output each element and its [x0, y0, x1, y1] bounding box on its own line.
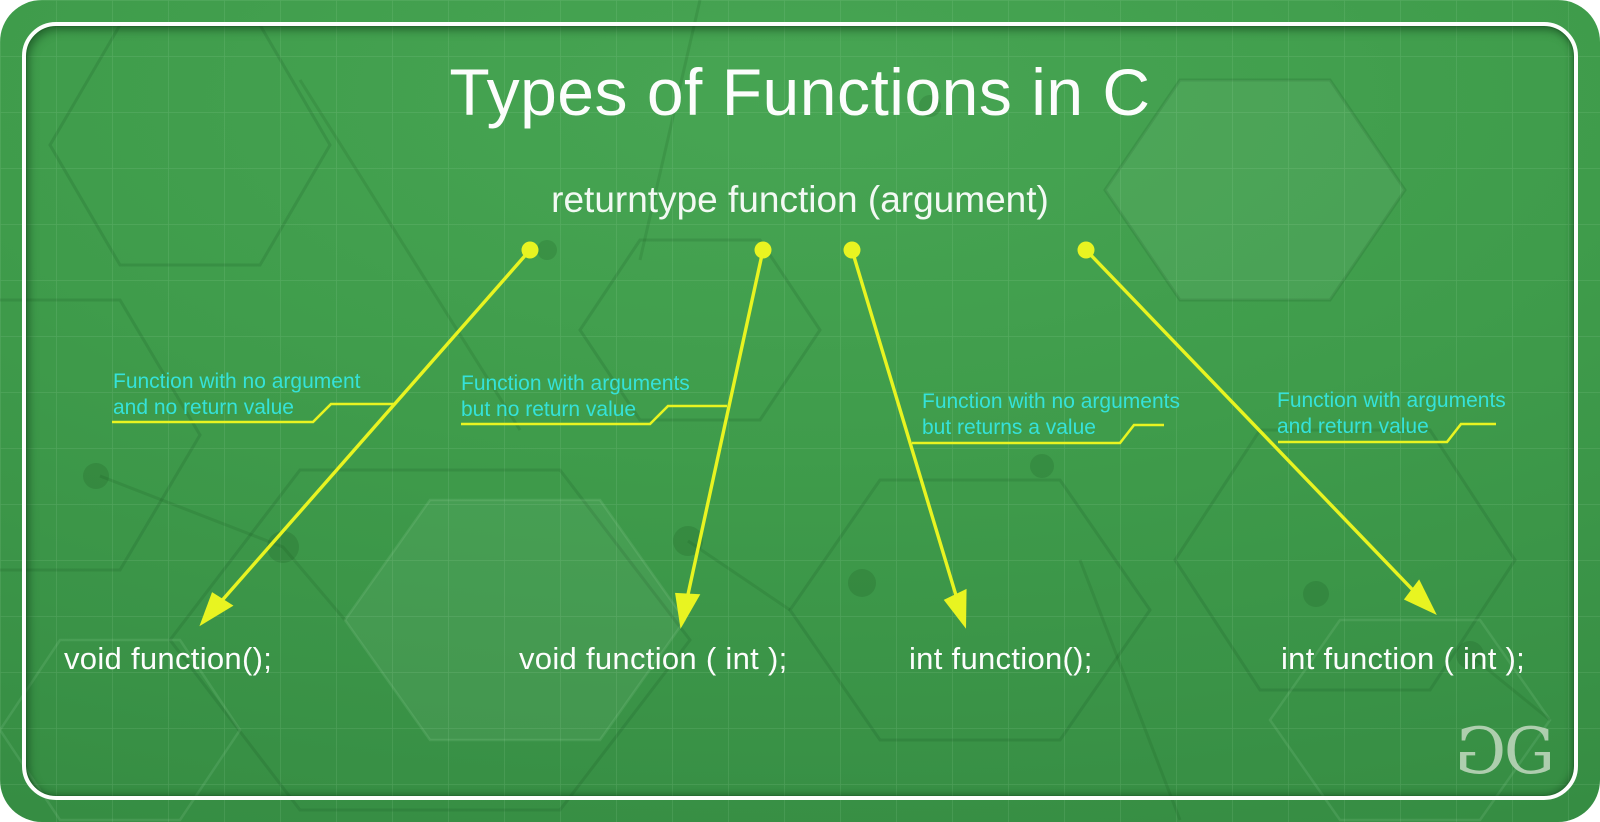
- annotation-4-line-2: and return value: [1277, 415, 1429, 438]
- code-snippet-int-with-args: int function ( int );: [1281, 641, 1526, 676]
- annotation-label-1: Function with no argument and no return …: [113, 369, 360, 421]
- code-snippet-void-with-args: void function ( int );: [519, 641, 788, 676]
- geeksforgeeks-logo: GG: [1463, 715, 1555, 789]
- annotation-label-4: Function with arguments and return value: [1277, 388, 1506, 440]
- annotation-label-2: Function with arguments but no return va…: [461, 371, 690, 423]
- annotation-2-line-1: Function with arguments: [461, 372, 690, 395]
- page-title: Types of Functions in C: [449, 55, 1151, 129]
- code-snippet-int-no-args: int function();: [909, 641, 1093, 676]
- annotation-3-line-1: Function with no arguments: [922, 390, 1180, 413]
- annotation-1-line-1: Function with no argument: [113, 370, 361, 393]
- annotation-label-3: Function with no arguments but returns a…: [922, 389, 1180, 441]
- annotation-3-line-2: but returns a value: [922, 416, 1096, 439]
- annotation-4-line-1: Function with arguments: [1277, 389, 1506, 412]
- annotation-2-line-2: but no return value: [461, 398, 637, 421]
- logo-g: G: [1503, 715, 1555, 789]
- code-snippet-void-no-args: void function();: [64, 641, 273, 676]
- annotation-1-line-2: and no return value: [113, 396, 294, 419]
- logo-mirrored-g: G: [1463, 715, 1506, 789]
- function-signature: returntype function (argument): [551, 179, 1049, 220]
